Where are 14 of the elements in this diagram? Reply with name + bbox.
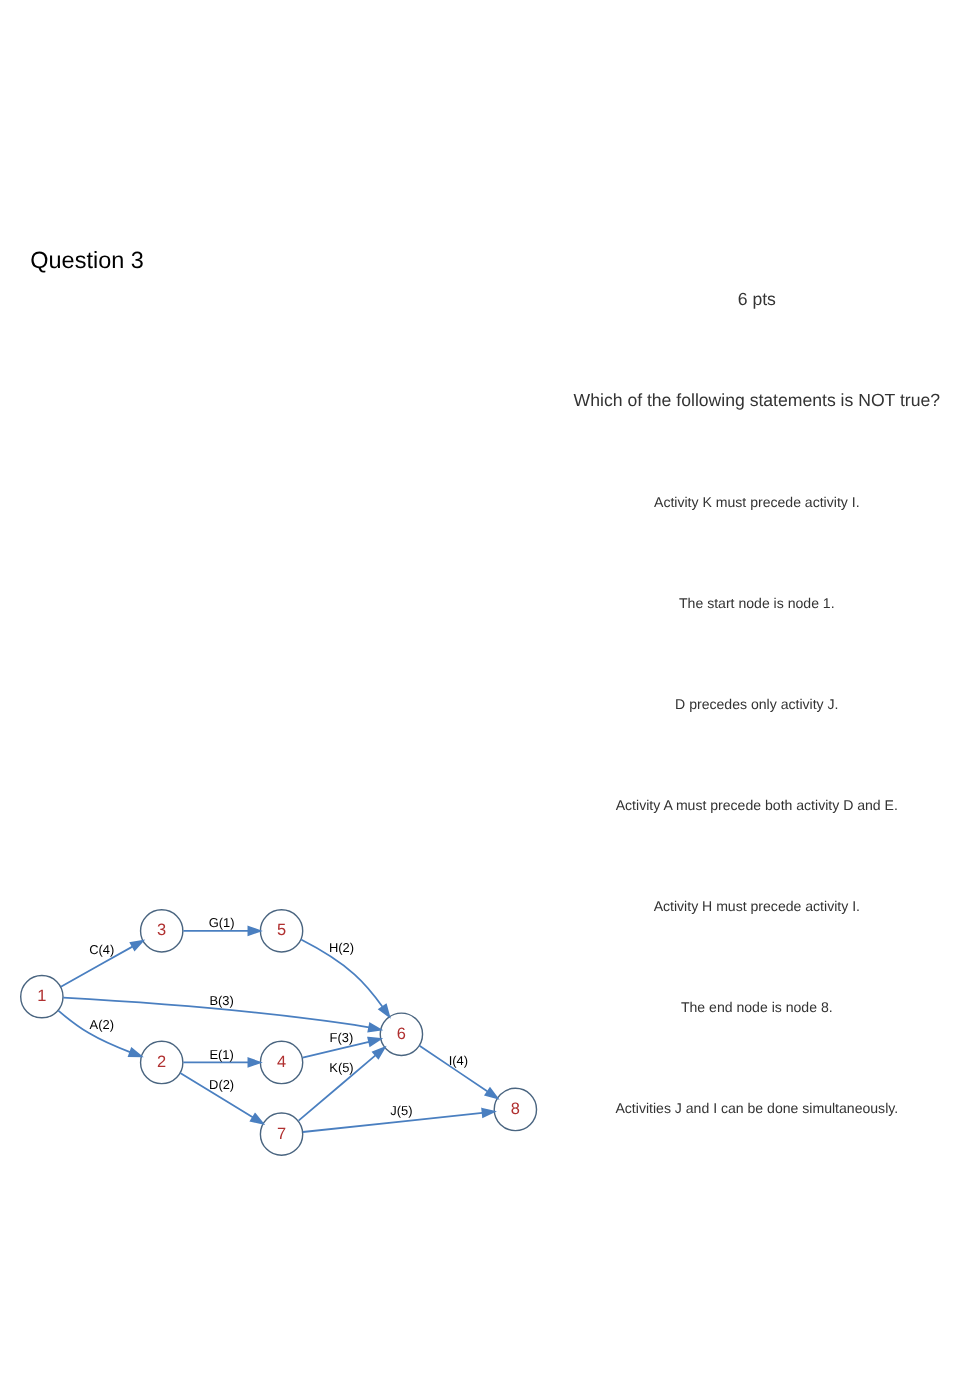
label: Which of the following statements is NOT true? [573,390,941,411]
arrow [179,1072,266,1125]
arrow [182,925,263,937]
arrow [57,1009,144,1058]
diagram-title: Question 3 [30,248,144,275]
arrow [60,939,146,988]
arrow [302,1107,497,1133]
arrow [418,1044,500,1100]
arrow [300,938,391,1019]
label: 6 pts [737,289,776,310]
arrow [182,1057,263,1068]
arrow [62,996,384,1033]
arrow [297,1045,387,1122]
arrow [301,1036,384,1059]
